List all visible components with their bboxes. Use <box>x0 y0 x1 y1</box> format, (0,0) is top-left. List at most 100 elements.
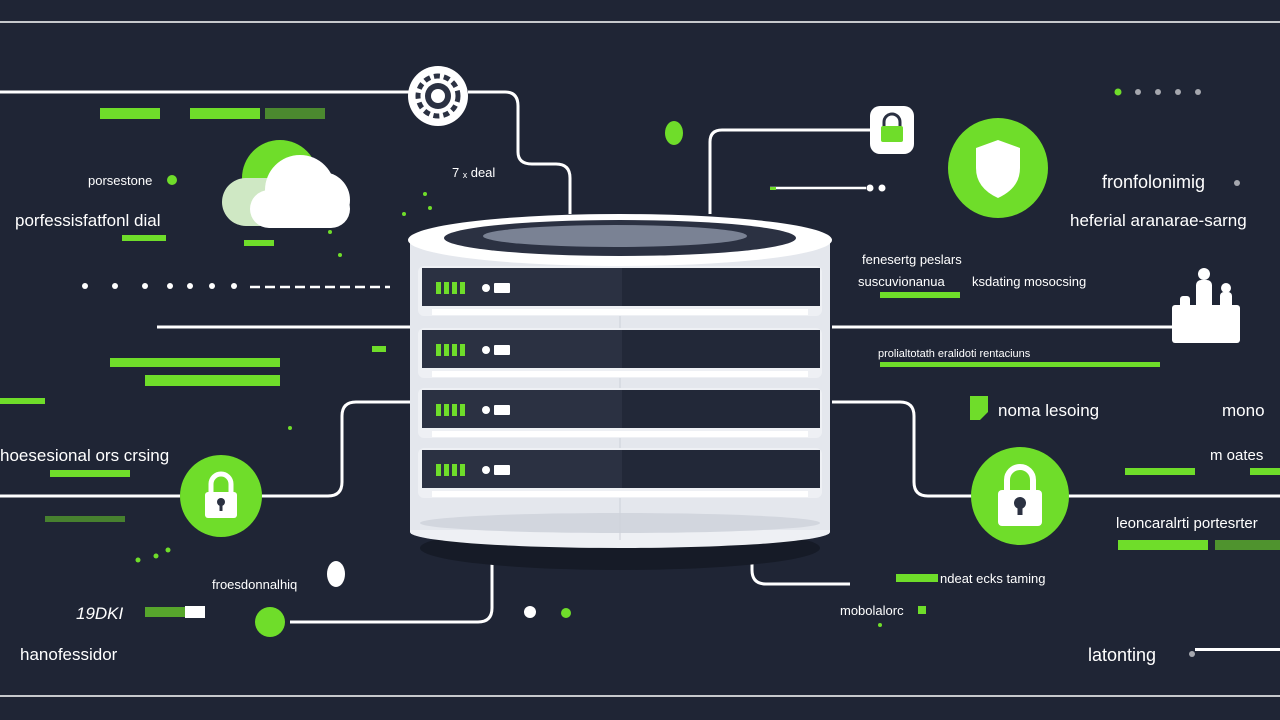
status-led <box>444 282 449 294</box>
dot <box>288 426 292 430</box>
server-divider <box>432 491 808 497</box>
label-left-4: froesdonnalhiq <box>212 577 298 592</box>
dot <box>1189 651 1195 657</box>
bar <box>0 398 45 404</box>
server-units <box>418 266 822 498</box>
label-right-7: noma lesoing <box>998 401 1100 420</box>
dot <box>209 283 215 289</box>
label-left-6: hanofessidor <box>20 645 118 664</box>
status-led <box>460 404 465 416</box>
status-led <box>444 464 449 476</box>
indicator-dot <box>482 466 490 474</box>
dot <box>328 230 332 234</box>
dot <box>1135 89 1141 95</box>
connector-right-lower <box>832 400 972 498</box>
dot <box>167 283 173 289</box>
dot <box>1234 180 1240 186</box>
label-right-8: mono <box>1222 401 1265 420</box>
dot <box>142 283 148 289</box>
bar <box>770 187 776 190</box>
green-dots <box>135 88 1122 637</box>
status-led <box>444 344 449 356</box>
dot <box>1195 89 1201 95</box>
dot <box>665 121 683 145</box>
bar <box>1250 468 1280 475</box>
bar <box>145 607 205 617</box>
status-led <box>460 344 465 356</box>
dot <box>82 283 88 289</box>
connector-lines <box>0 90 1280 624</box>
connector-bottom-left <box>290 540 494 624</box>
indicator-slot <box>494 283 510 293</box>
label-right-4: suscuvionanua <box>858 274 945 289</box>
label-left-5: 19DKI <box>76 604 124 623</box>
indicator-slot <box>494 345 510 355</box>
bar <box>1125 468 1195 475</box>
bar <box>880 292 960 298</box>
bar <box>190 108 260 119</box>
connector-lock-left <box>262 400 410 498</box>
bar <box>1215 540 1280 550</box>
padlock-icon <box>180 455 262 537</box>
dot <box>255 607 285 637</box>
indicator-dot <box>482 346 490 354</box>
label-left-1: porsestone <box>88 173 153 188</box>
shield-icon <box>948 118 1048 218</box>
server-face-shade <box>622 390 820 428</box>
label-left-3: hoesesional ors crsing <box>0 446 170 465</box>
server-divider <box>432 431 808 437</box>
cloud-icon <box>222 140 350 228</box>
status-led <box>460 282 465 294</box>
server-divider <box>432 309 808 315</box>
dot <box>153 553 159 559</box>
indicator-slot <box>494 465 510 475</box>
status-led <box>436 404 441 416</box>
bar <box>1195 648 1280 651</box>
dot <box>112 283 118 289</box>
dot <box>428 206 432 210</box>
dot <box>167 175 177 185</box>
dot <box>561 608 571 618</box>
status-led <box>460 464 465 476</box>
dot <box>878 623 882 627</box>
white-bars <box>185 606 1280 651</box>
status-led <box>452 404 457 416</box>
bar <box>145 375 280 386</box>
dot <box>423 192 427 196</box>
dot <box>866 184 874 192</box>
label-right-3: fenesertg peslars <box>862 252 962 267</box>
dot <box>187 283 193 289</box>
dot <box>524 606 536 618</box>
connector-bottom-right <box>750 540 850 586</box>
bar <box>122 235 166 241</box>
connector-gear-to-server <box>468 90 572 214</box>
label-top-center: 7 ₓ deal <box>452 165 496 180</box>
flag-icon <box>970 396 988 420</box>
dot <box>878 184 886 192</box>
connector-top-right <box>708 128 870 214</box>
dot <box>231 283 237 289</box>
status-led <box>452 464 457 476</box>
status-led <box>436 282 441 294</box>
label-right-12: mobolalorc <box>840 603 904 618</box>
dot <box>1175 89 1181 95</box>
dot <box>1114 88 1122 96</box>
factory-icon <box>1172 268 1240 343</box>
status-led <box>452 344 457 356</box>
indicator-slot <box>494 405 510 415</box>
server-face-shade <box>622 450 820 488</box>
dot <box>135 557 141 563</box>
indicator-dot <box>482 284 490 292</box>
label-right-11: ndeat ecks taming <box>940 571 1046 586</box>
padlock-icon <box>971 447 1069 545</box>
bar <box>880 362 1160 367</box>
dots <box>82 89 1240 657</box>
server-divider <box>432 371 808 377</box>
bar <box>265 108 325 119</box>
green-bars <box>0 108 1280 617</box>
bar <box>100 108 160 119</box>
bar <box>185 606 205 618</box>
label-right-13: latonting <box>1088 645 1157 665</box>
